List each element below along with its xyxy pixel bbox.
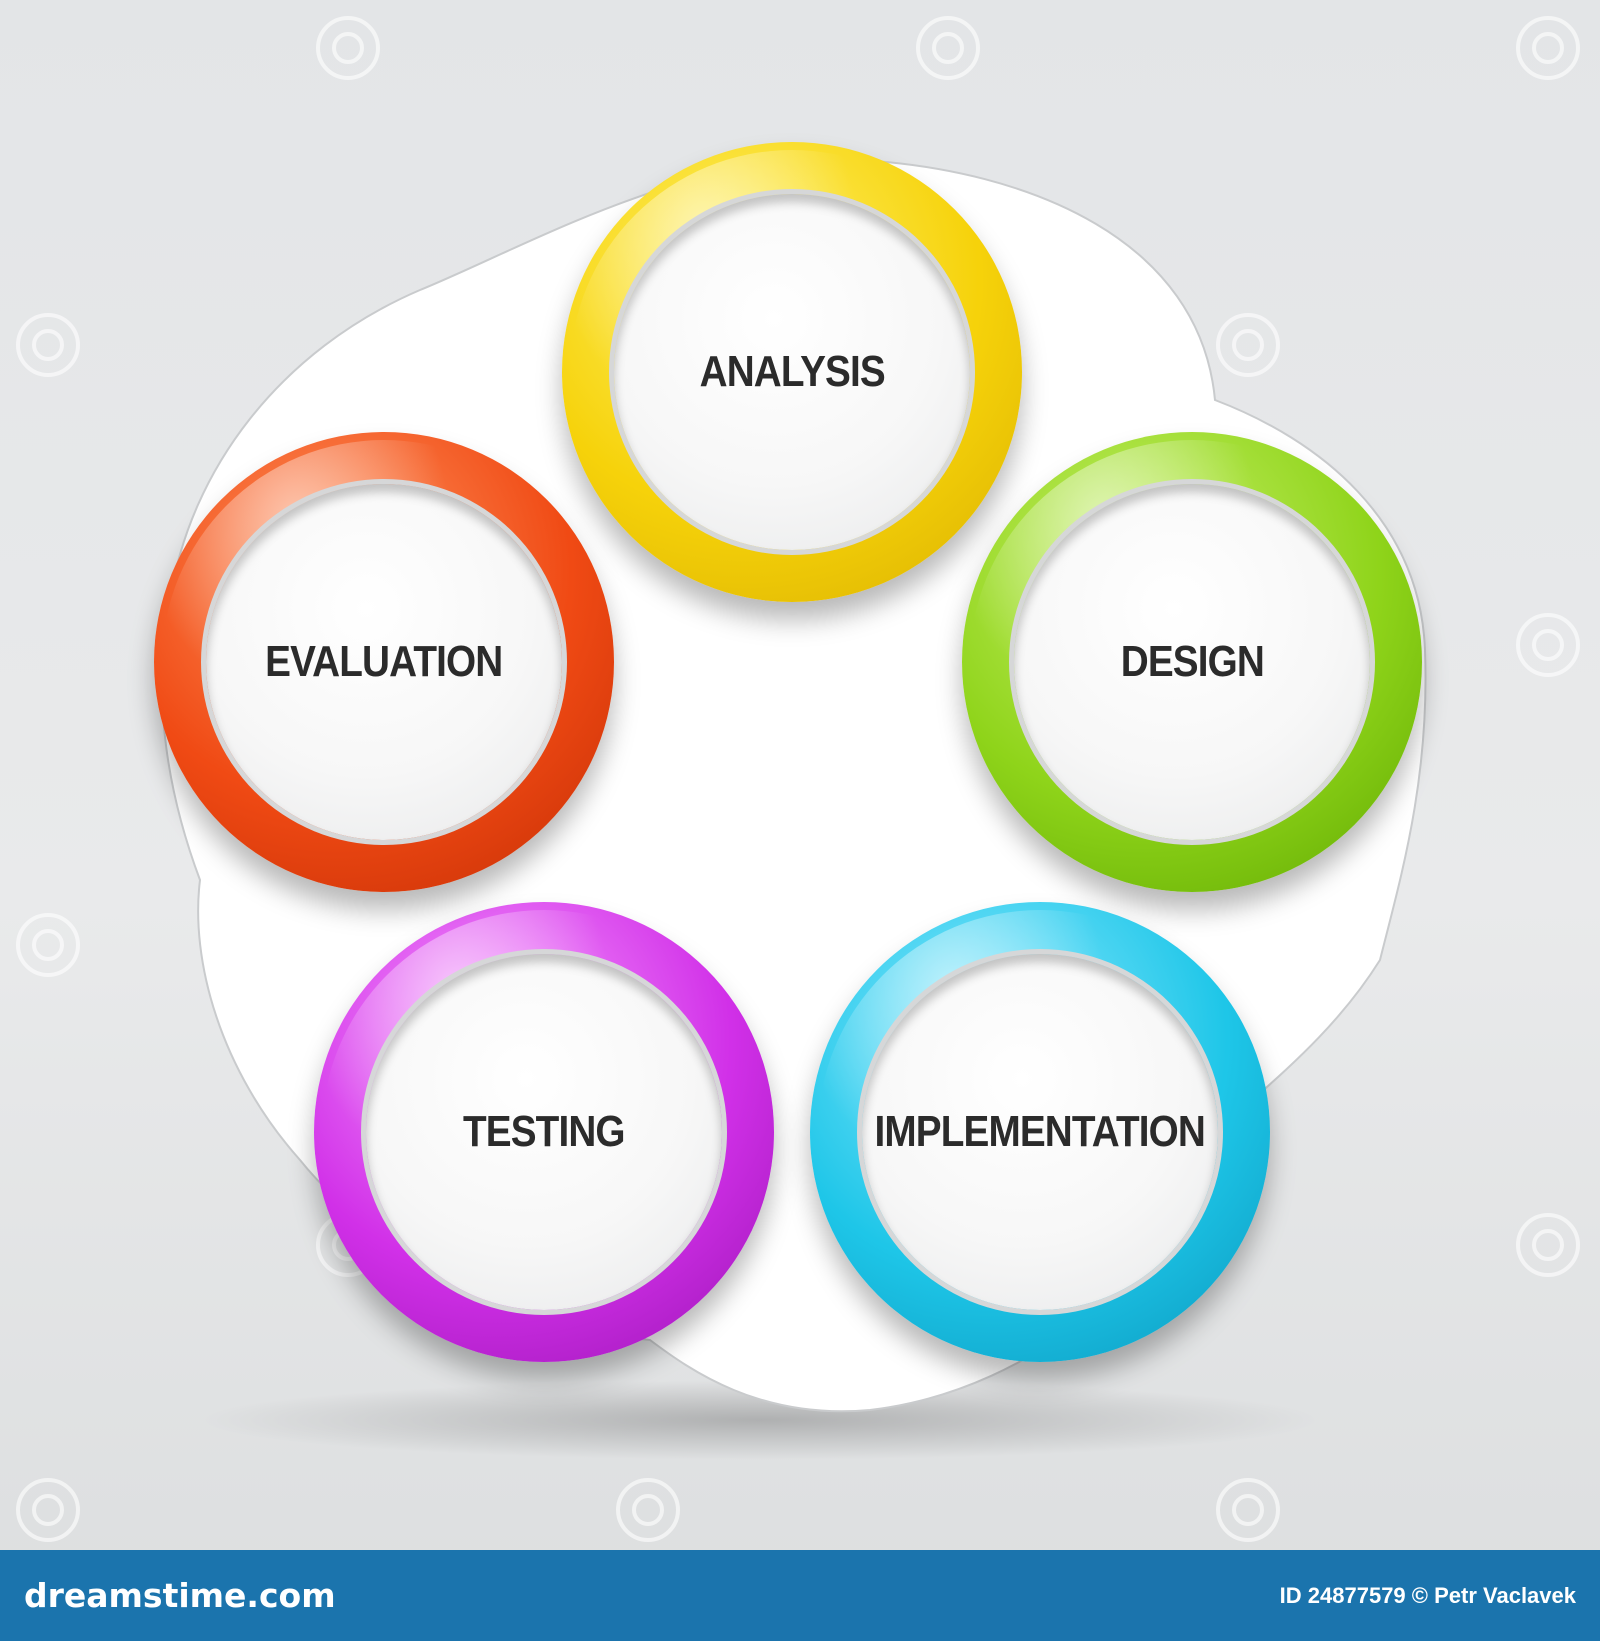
step-analysis: ANALYSIS <box>562 142 1022 602</box>
step-label-implementation: IMPLEMENTATION <box>874 1107 1206 1156</box>
step-face: DESIGN <box>1014 484 1370 840</box>
step-face: ANALYSIS <box>614 194 970 550</box>
step-face: TESTING <box>366 954 722 1310</box>
step-face: IMPLEMENTATION <box>862 954 1218 1310</box>
footer-credit: ID 24877579 © Petr Vaclavek <box>1279 1582 1576 1608</box>
step-face: EVALUATION <box>206 484 562 840</box>
footer-brand: dreamstime.com <box>24 1576 336 1615</box>
step-design: DESIGN <box>962 432 1422 892</box>
step-label-testing: TESTING <box>463 1107 626 1156</box>
footer-bar: dreamstime.com ID 24877579 © Petr Vaclav… <box>0 1550 1600 1641</box>
step-label-analysis: ANALYSIS <box>699 347 885 396</box>
step-implementation: IMPLEMENTATION <box>810 902 1270 1362</box>
step-evaluation: EVALUATION <box>154 432 614 892</box>
floor-shadow <box>200 1380 1320 1460</box>
step-testing: TESTING <box>314 902 774 1362</box>
cycle-diagram: ANALYSIS DESIGN IMPLEMENTATION TESTING E… <box>154 142 1427 1460</box>
step-label-evaluation: EVALUATION <box>265 637 503 686</box>
step-label-design: DESIGN <box>1120 637 1264 686</box>
